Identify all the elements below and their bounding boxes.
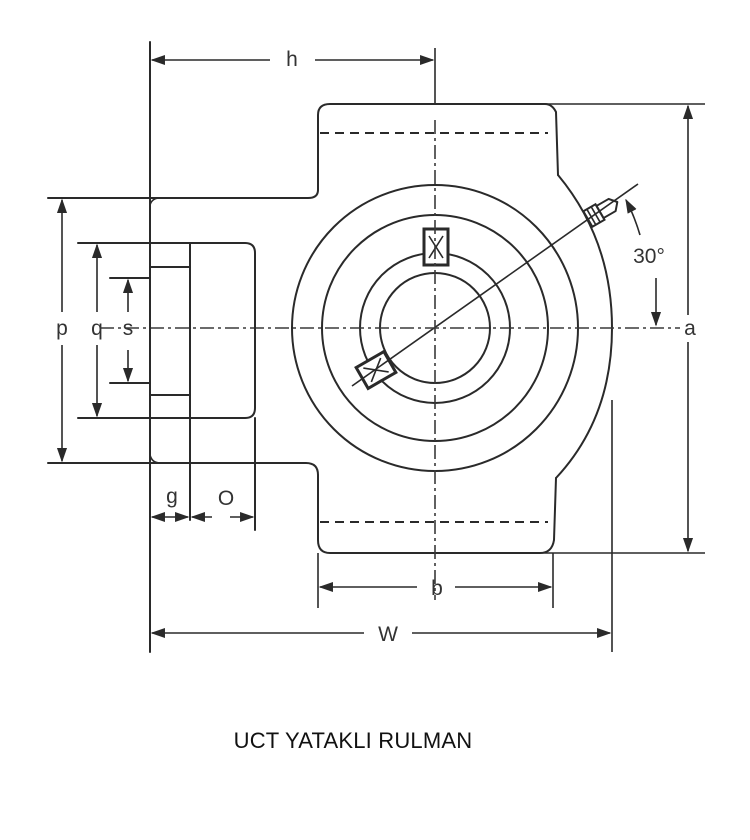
angle-annotation: 30° <box>625 198 665 327</box>
set-screw-top <box>422 227 450 267</box>
dim-label-b: b <box>431 577 443 600</box>
figure-title: UCT YATAKLI RULMAN <box>233 728 473 753</box>
dimension-q: q <box>91 243 103 418</box>
dimension-b: b <box>317 553 554 608</box>
dimension-s: s <box>123 278 134 383</box>
dimension-g-o: g O <box>150 485 255 523</box>
angle-label: 30° <box>633 245 665 268</box>
dimension-h: h <box>150 48 435 71</box>
dim-label-w: W <box>378 623 398 646</box>
dimension-p: p <box>56 198 68 463</box>
dimension-w: W <box>150 400 613 652</box>
side-view <box>77 41 256 653</box>
figure-caption: UCT YATAKLI RULMAN <box>0 728 750 754</box>
dim-label-h: h <box>286 48 298 71</box>
dim-label-s: s <box>123 317 134 340</box>
dimension-a: a <box>540 103 705 554</box>
dim-label-g: g <box>166 485 178 508</box>
dim-label-a: a <box>684 317 696 340</box>
dim-label-q: q <box>91 317 103 340</box>
dim-label-p: p <box>56 317 68 340</box>
dim-label-o: O <box>218 487 234 510</box>
lubrication-axis-line <box>351 183 639 387</box>
